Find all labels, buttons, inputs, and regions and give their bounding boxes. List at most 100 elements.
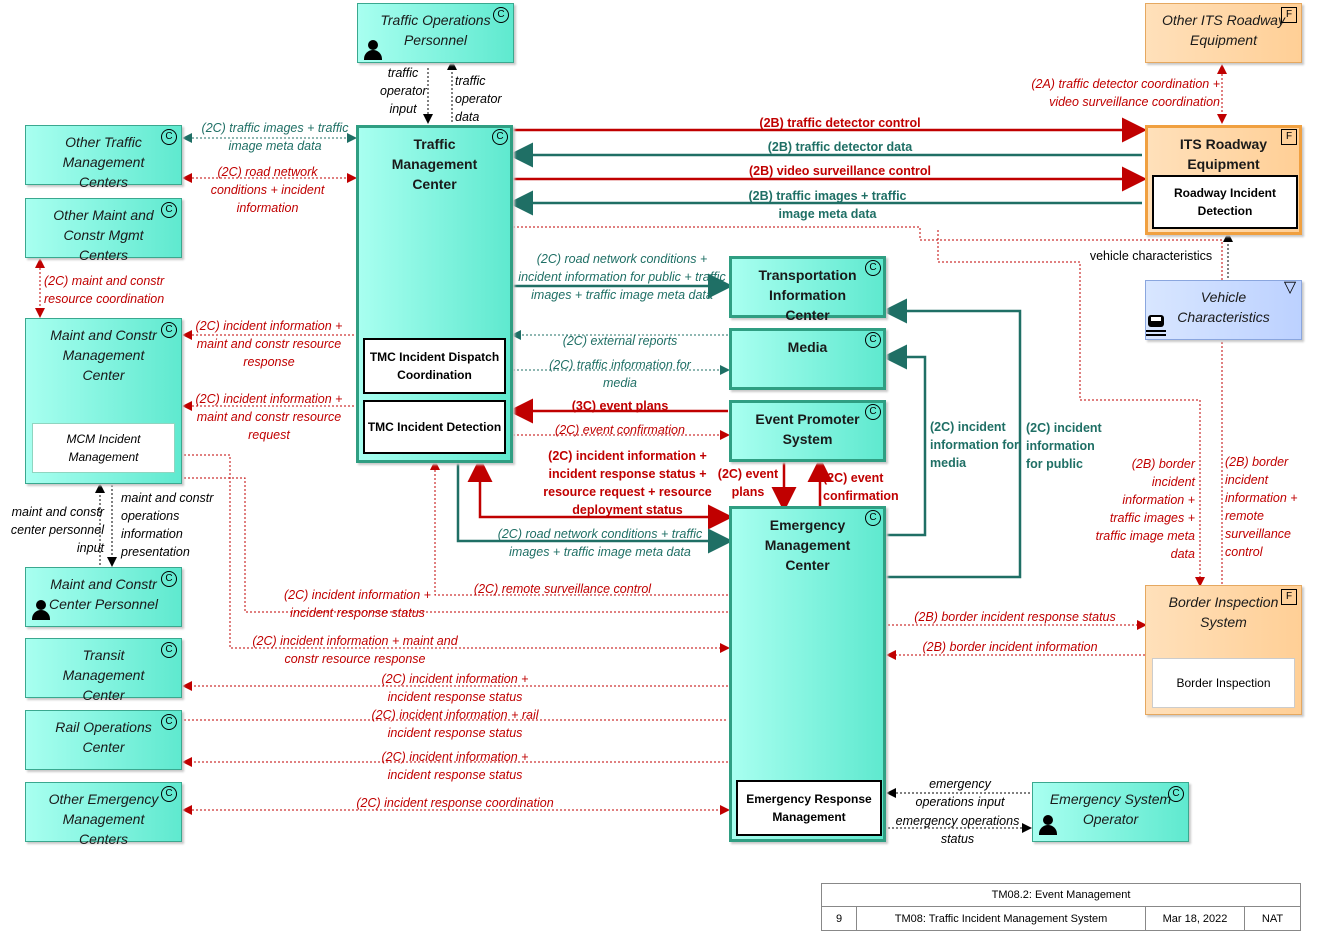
other-maint-constr-mgmt-centers[interactable]: Other Maint and Constr Mgmt Centers C (25, 198, 182, 263)
class-c-badge: C (161, 322, 177, 338)
class-f-badge: F (1281, 589, 1297, 605)
emergency-management-center[interactable]: Emergency Management Center C Emergency … (729, 506, 886, 842)
mcm-incident-management[interactable]: MCM Incident Management (32, 423, 175, 473)
flow-traffic-images-2c: (2C) traffic images + traffic image meta… (201, 121, 349, 153)
transit-label: Transit Management Center (62, 647, 145, 703)
event-promoter-label: Event Promoter System (755, 411, 860, 447)
tmc-incident-detection[interactable]: TMC Incident Detection (363, 400, 506, 454)
flow-traffic-detector-data: (2B) traffic detector data (767, 140, 913, 154)
media-label: Media (787, 339, 828, 355)
flow-event-plans-3c: (3C) event plans (571, 399, 669, 413)
maint-constr-management-center[interactable]: Maint and Constr Management Center C MCM… (25, 318, 182, 484)
person-icon (1039, 815, 1057, 835)
class-c-badge: C (865, 404, 881, 420)
flow-incident-resource: (2C) incident information + incident res… (543, 449, 712, 517)
emc-label: Emergency Management Center (764, 517, 851, 573)
traffic-management-center[interactable]: Traffic Management Center C TMC Incident… (356, 125, 513, 463)
flow-traffic-images-2b: (2B) traffic images + traffic image meta… (748, 189, 907, 221)
class-c-badge: C (865, 260, 881, 276)
other-tmc-label: Other Traffic Management Centers (62, 134, 145, 190)
its-roadway-equipment[interactable]: ITS Roadway Equipment F Roadway Incident… (1145, 125, 1302, 235)
flow-video-surveillance-control: (2B) video surveillance control (749, 164, 931, 178)
transit-management-center[interactable]: Transit Management Center C (25, 638, 182, 703)
emergency-response-management[interactable]: Emergency Response Management (736, 780, 882, 836)
flow-transit: (2C) incident information + incident res… (381, 672, 529, 704)
class-c-badge: C (492, 129, 508, 145)
mcm-center-label: Maint and Constr Management Center (50, 327, 157, 383)
border-inspection[interactable]: Border Inspection (1152, 658, 1295, 708)
title-block-package: TM08: Traffic Incident Management System (856, 906, 1146, 931)
class-f-badge: F (1281, 7, 1297, 23)
flow-incident-mcr-request: (2C) incident information + maint and co… (195, 392, 343, 442)
other-emergency-management-centers[interactable]: Other Emergency Management Centers C (25, 782, 182, 847)
flow-road-network-images: (2C) road network conditions + traffic i… (497, 527, 703, 559)
flow-incident-response-status-mcm: (2C) incident information + incident res… (284, 588, 431, 620)
media[interactable]: Media C (729, 328, 886, 390)
flow-incident-mcr-response: (2C) incident information + maint and co… (195, 319, 343, 369)
border-inspection-system-label: Border Inspection System (1168, 594, 1279, 630)
other-traffic-management-centers[interactable]: Other Traffic Management Centers C (25, 125, 182, 190)
vehicle-icon (1146, 315, 1166, 336)
other-maint-label: Other Maint and Constr Mgmt Centers (53, 207, 154, 263)
other-its-roadway-label: Other ITS Roadway Equipment (1162, 12, 1285, 48)
flow-incident-response-coord: (2C) incident response coordination (356, 796, 554, 810)
class-c-badge: C (161, 571, 177, 587)
flow-incident-info-public: (2C) incident information for public (1026, 421, 1102, 471)
flow-rail: (2C) incident information + rail inciden… (371, 708, 539, 740)
class-c-badge: C (161, 129, 177, 145)
flow-incident-info-media: (2C) incident information for media (930, 420, 1019, 470)
flow-border-right: (2B) border incident information + remot… (1225, 455, 1298, 559)
flow-road-network-incident: (2C) road network conditions + incident … (210, 165, 325, 215)
flow-emergency-ops-input: emergency operations input (915, 777, 1005, 809)
class-c-badge: C (1168, 786, 1184, 802)
flow-traffic-operator-input: traffic operator input (380, 66, 427, 116)
flow-vehicle-characteristics: vehicle characteristics (1089, 249, 1213, 263)
vehicle-class-badge: ▽ (1283, 279, 1297, 296)
flow-traffic-info-media: (2C) traffic information for media (549, 358, 691, 390)
tic-label: Transportation Information Center (758, 267, 857, 323)
emergency-system-operator-label: Emergency System Operator (1049, 791, 1172, 827)
flow-rail-2: (2C) incident information + incident res… (381, 750, 529, 782)
flow-tic: (2C) road network conditions + incident … (518, 252, 726, 302)
title-block-date: Mar 18, 2022 (1145, 906, 1245, 931)
vehicle-characteristics[interactable]: Vehicle Characteristics ▽ (1145, 280, 1302, 340)
flow-maint-constr-coord: (2C) maint and constr resource coordinat… (44, 274, 165, 306)
flow-emergency-ops-status: emergency operations status (895, 814, 1020, 846)
border-inspection-system[interactable]: Border Inspection System F Border Inspec… (1145, 585, 1302, 715)
roadway-incident-detection[interactable]: Roadway Incident Detection (1152, 175, 1298, 229)
maint-constr-center-personnel[interactable]: Maint and Constr Center Personnel C (25, 567, 182, 627)
class-f-badge: F (1281, 129, 1297, 145)
title-block-number: 9 (821, 906, 857, 931)
mcm-personnel-label: Maint and Constr Center Personnel (49, 576, 158, 612)
its-roadway-label: ITS Roadway Equipment (1179, 136, 1268, 172)
title-block-title: TM08.2: Event Management (821, 883, 1301, 907)
tmc-incident-dispatch-coordination[interactable]: TMC Incident Dispatch Coordination (363, 338, 506, 394)
emergency-system-operator[interactable]: Emergency System Operator C (1032, 782, 1189, 842)
traffic-operations-personnel[interactable]: Traffic Operations Personnel C (357, 3, 514, 63)
flow-mcm-personnel-input: maint and constr center personnel input (10, 505, 104, 555)
class-c-badge: C (161, 786, 177, 802)
flow-traffic-detector-control: (2B) traffic detector control (759, 116, 921, 130)
other-emergency-label: Other Emergency Management Centers (48, 791, 159, 847)
traffic-operations-personnel-label: Traffic Operations Personnel (380, 12, 491, 48)
transportation-information-center[interactable]: Transportation Information Center C (729, 256, 886, 323)
class-c-badge: C (161, 714, 177, 730)
flow-remote-surveillance: (2C) remote surveillance control (473, 582, 652, 596)
class-c-badge: C (865, 510, 881, 526)
other-its-roadway-equipment[interactable]: Other ITS Roadway Equipment F (1145, 3, 1302, 63)
flow-event-plans-2c: (2C) event plans (717, 467, 779, 499)
person-icon (364, 40, 382, 60)
flow-border-info: (2B) border incident information (922, 640, 1098, 654)
class-c-badge: C (161, 202, 177, 218)
rail-operations-center[interactable]: Rail Operations Center C (25, 710, 182, 770)
flow-event-confirmation: (2C) event confirmation (555, 423, 685, 437)
flow-mcm-operations-info: maint and constr operations information … (121, 491, 214, 559)
tmc-label: Traffic Management Center (391, 136, 478, 192)
flow-incident-mcr-response-2: (2C) incident information + maint and co… (252, 634, 458, 666)
class-c-badge: C (865, 332, 881, 348)
flow-border-status: (2B) border incident response status (914, 610, 1116, 624)
flow-event-confirmation-2: (2C) event confirmation (823, 471, 899, 503)
event-promoter-system[interactable]: Event Promoter System C (729, 400, 886, 462)
